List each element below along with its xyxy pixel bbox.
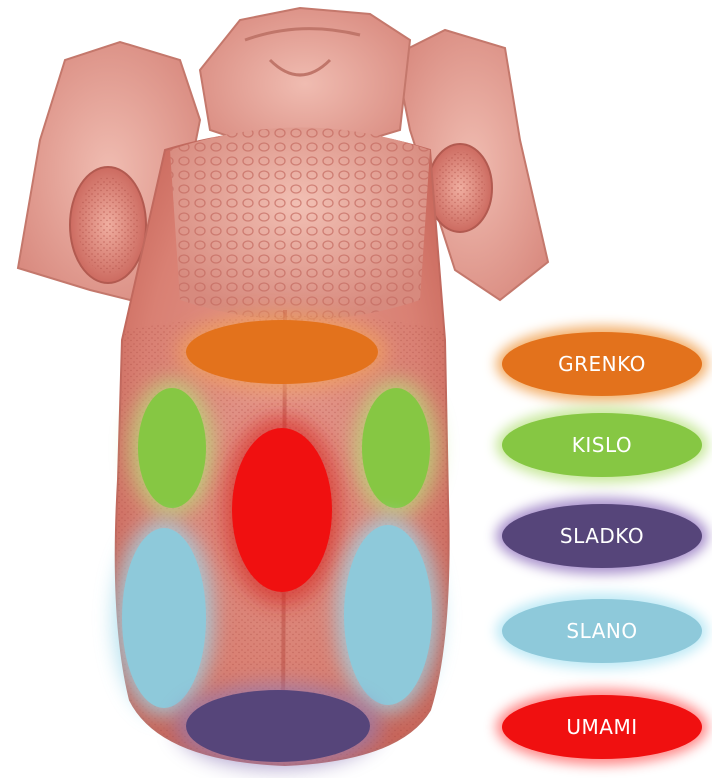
salty-zone-right xyxy=(344,525,432,705)
legend-grenko: GRENKO xyxy=(502,332,702,396)
legend-umami: UMAMI xyxy=(502,695,702,759)
legend-kislo: KISLO xyxy=(502,413,702,477)
legend-sladko: SLADKO xyxy=(502,504,702,568)
salty-zone-left xyxy=(122,528,206,708)
legend-slano: SLANO xyxy=(502,599,702,663)
legend-label-grenko: GRENKO xyxy=(558,352,646,376)
legend-label-umami: UMAMI xyxy=(566,715,637,739)
sour-zone-left xyxy=(138,388,206,508)
sweet-zone xyxy=(186,690,370,762)
bitter-zone xyxy=(186,320,378,384)
legend-label-kislo: KISLO xyxy=(572,433,632,457)
legend-label-sladko: SLADKO xyxy=(560,524,644,548)
legend-label-slano: SLANO xyxy=(566,619,637,643)
sour-zone-right xyxy=(362,388,430,508)
umami-zone xyxy=(232,428,332,592)
